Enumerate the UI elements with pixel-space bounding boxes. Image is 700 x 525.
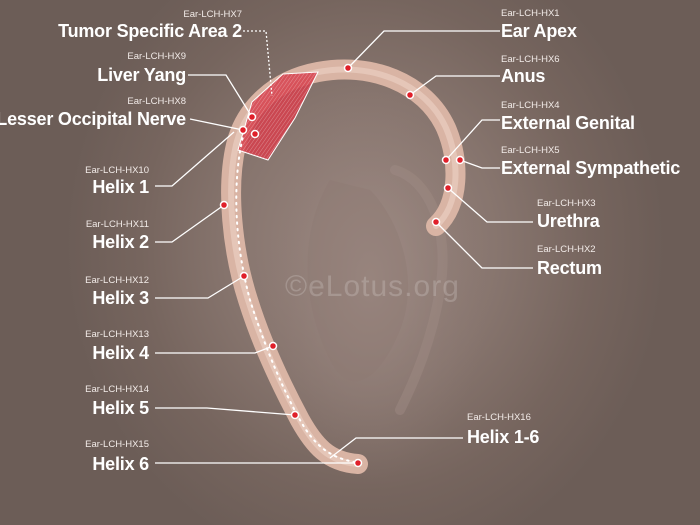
label-hx5-code: Ear-LCH-HX5 <box>501 145 560 156</box>
leader-hx4 <box>445 119 500 161</box>
label-hx8-name: Lesser Occipital Nerve <box>0 109 186 129</box>
tumor-area-hatch <box>238 72 318 160</box>
label-hx15-name: Helix 6 <box>92 454 149 474</box>
watermark: ©eLotus.org <box>285 270 460 303</box>
point-hx10 <box>250 129 260 139</box>
label-hx4-name: External Genital <box>501 113 635 133</box>
leader-hx5 <box>459 159 500 169</box>
leader-hx3 <box>447 187 533 223</box>
label-hx1-code: Ear-LCH-HX1 <box>501 8 560 19</box>
label-hx10-code: Ear-LCH-HX10 <box>85 165 149 176</box>
tumor-area-outline <box>237 71 319 161</box>
point-hx12 <box>239 271 249 281</box>
label-hx13-code: Ear-LCH-HX13 <box>85 329 149 340</box>
point-hx15 <box>353 458 363 468</box>
leader-hx8 <box>189 118 244 131</box>
label-hx7-name: Tumor Specific Area 2 <box>58 21 242 41</box>
label-hx6-code: Ear-LCH-HX6 <box>501 54 560 65</box>
leader-hx6 <box>409 75 500 96</box>
point-hx11 <box>219 200 229 210</box>
label-hx9-name: Liver Yang <box>97 65 186 85</box>
ear-shadow <box>250 80 490 480</box>
leader-hx16 <box>329 437 463 459</box>
label-hx11-name: Helix 2 <box>92 232 149 252</box>
label-hx16-name: Helix 1-6 <box>467 427 540 447</box>
point-hx9 <box>247 112 257 122</box>
label-hx15-code: Ear-LCH-HX15 <box>85 439 149 450</box>
point-hx13 <box>268 341 278 351</box>
label-hx2-name: Rectum <box>537 258 602 278</box>
label-hx11-code: Ear-LCH-HX11 <box>85 219 149 230</box>
leader-hx10 <box>155 131 235 187</box>
label-hx8-code: Ear-LCH-HX8 <box>127 96 186 107</box>
antihelix-shape <box>390 165 448 415</box>
label-hx3-code: Ear-LCH-HX3 <box>537 198 596 209</box>
leader-hx14 <box>155 407 296 416</box>
point-hx14 <box>290 410 300 420</box>
leader-hx13 <box>155 345 274 354</box>
point-hx2 <box>431 217 441 227</box>
label-hx1-name: Ear Apex <box>501 21 577 41</box>
label-hx13-name: Helix 4 <box>92 343 149 363</box>
label-hx12-code: Ear-LCH-HX12 <box>85 275 149 286</box>
point-hx6 <box>405 90 415 100</box>
label-hx4-code: Ear-LCH-HX4 <box>501 100 560 111</box>
point-hx8 <box>238 125 248 135</box>
helix-highlight <box>228 66 459 467</box>
label-hx6-name: Anus <box>501 66 546 86</box>
label-hx3-name: Urethra <box>537 211 600 231</box>
leader-hx12 <box>155 275 245 299</box>
label-hx10-name: Helix 1 <box>92 177 149 197</box>
point-hx3 <box>443 183 453 193</box>
concha-shape <box>307 180 409 382</box>
label-hx12-name: Helix 3 <box>92 288 149 308</box>
label-hx7-code: Ear-LCH-HX7 <box>183 9 242 20</box>
label-hx14-code: Ear-LCH-HX14 <box>85 384 149 395</box>
leader-hx11 <box>155 204 225 243</box>
point-hx4 <box>441 155 451 165</box>
label-hx14-name: Helix 5 <box>92 398 149 418</box>
label-hx5-name: External Sympathetic <box>501 158 681 178</box>
leader-hx1 <box>347 30 500 69</box>
helix-dotted-path <box>235 131 356 463</box>
leader-hx2 <box>435 221 533 269</box>
label-hx9-code: Ear-LCH-HX9 <box>127 51 186 62</box>
leader-hx9 <box>188 74 253 118</box>
label-hx2-code: Ear-LCH-HX2 <box>537 244 596 255</box>
label-hx16-code: Ear-LCH-HX16 <box>467 412 531 423</box>
point-hx1 <box>343 63 353 73</box>
point-hx5 <box>455 155 465 165</box>
